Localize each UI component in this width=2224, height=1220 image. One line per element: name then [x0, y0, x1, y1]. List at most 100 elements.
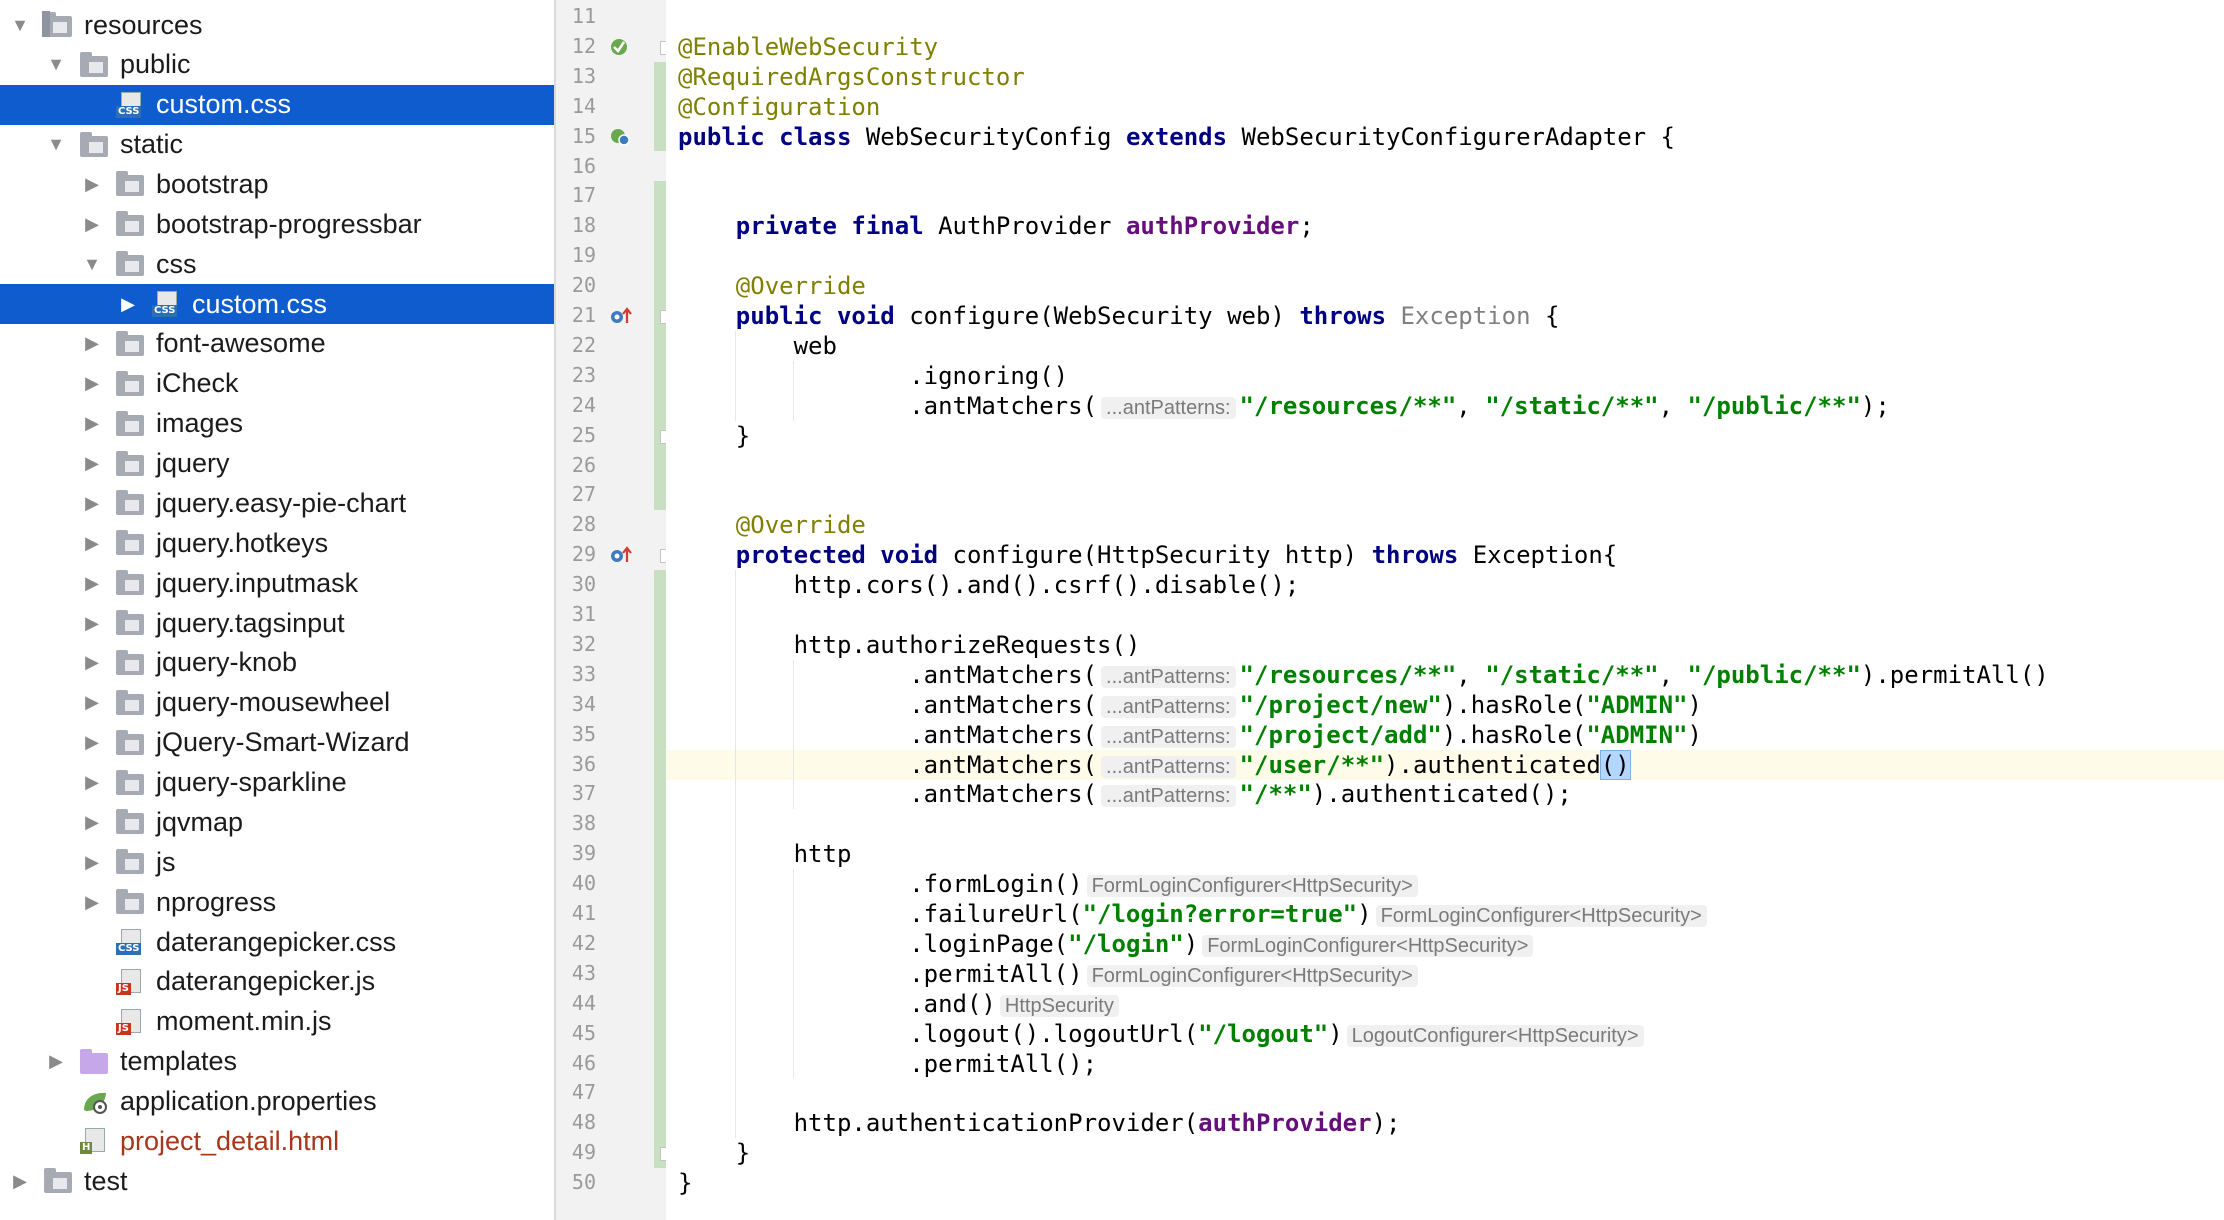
code-line[interactable]: .failureUrl("/login?error=true")FormLogi…	[678, 899, 1711, 929]
collapse-arrow-icon[interactable]: ▶	[85, 373, 99, 394]
spring-bean-icon[interactable]	[610, 38, 627, 55]
override-method-icon[interactable]	[610, 546, 632, 563]
collapse-arrow-icon[interactable]: ▶	[85, 532, 99, 553]
tree-item[interactable]: ▶jQuery-Smart-Wizard	[0, 723, 554, 763]
code-line[interactable]: @Configuration	[678, 92, 880, 122]
code-line[interactable]: http.authorizeRequests()	[678, 630, 1141, 660]
line-number: 36	[571, 751, 596, 776]
tree-item[interactable]: application.properties	[0, 1082, 554, 1122]
code-line[interactable]: .loginPage("/login")FormLoginConfigurer<…	[678, 929, 1537, 959]
code-line[interactable]: http.cors().and().csrf().disable();	[678, 570, 1300, 600]
collapse-arrow-icon[interactable]: ▶	[85, 213, 99, 234]
code-line[interactable]: .ignoring()	[678, 361, 1068, 391]
tree-item[interactable]: ▶jquery.easy-pie-chart	[0, 483, 554, 523]
expand-arrow-icon[interactable]: ▼	[11, 14, 29, 35]
line-number: 40	[571, 871, 596, 896]
code-token: ,	[1658, 660, 1688, 689]
tree-item[interactable]: ▼resources	[0, 5, 554, 45]
code-line[interactable]: .antMatchers(...antPatterns:"/**").authe…	[678, 779, 1572, 809]
expand-arrow-icon[interactable]: ▼	[47, 134, 65, 155]
collapse-arrow-icon[interactable]: ▶	[85, 173, 99, 194]
tree-item[interactable]: ▶bootstrap	[0, 164, 554, 204]
tree-item[interactable]: ▼css	[0, 244, 554, 284]
collapse-arrow-icon[interactable]: ▶	[85, 891, 99, 912]
code-editor[interactable]: @EnableWebSecurity@RequiredArgsConstruct…	[666, 0, 2224, 1220]
collapse-arrow-icon[interactable]: ▶	[85, 772, 99, 793]
collapse-arrow-icon[interactable]: ▶	[85, 612, 99, 633]
collapse-arrow-icon[interactable]: ▶	[85, 652, 99, 673]
folder-icon	[114, 410, 148, 438]
code-token: );	[1371, 1109, 1401, 1138]
collapse-arrow-icon[interactable]: ▶	[85, 851, 99, 872]
code-line[interactable]: @Override	[678, 271, 866, 301]
spring-config-icon[interactable]	[610, 128, 630, 146]
code-line[interactable]: http	[678, 839, 852, 869]
tree-item[interactable]: ▶nprogress	[0, 882, 554, 922]
tree-item[interactable]: ▶js	[0, 842, 554, 882]
code-line[interactable]: public void configure(WebSecurity web) t…	[678, 301, 1560, 331]
tree-item[interactable]: ▶jquery.hotkeys	[0, 523, 554, 563]
tree-item[interactable]: ▼static	[0, 125, 554, 165]
code-line[interactable]: @RequiredArgsConstructor	[678, 62, 1025, 92]
code-line[interactable]: public class WebSecurityConfig extends W…	[678, 122, 1675, 152]
override-method-icon[interactable]	[610, 307, 632, 323]
collapse-arrow-icon[interactable]: ▶	[85, 692, 99, 713]
code-line[interactable]: .antMatchers(...antPatterns:"/resources/…	[678, 391, 1890, 421]
expand-arrow-icon[interactable]: ▼	[83, 253, 101, 274]
code-token: ,	[1456, 391, 1486, 420]
collapse-arrow-icon[interactable]: ▶	[49, 1051, 63, 1072]
tree-item[interactable]: ▶images	[0, 404, 554, 444]
tree-item[interactable]: ▶jquery	[0, 444, 554, 484]
code-line[interactable]: @Override	[678, 510, 866, 540]
tree-item[interactable]: ▼public	[0, 45, 554, 85]
code-line[interactable]: .permitAll()FormLoginConfigurer<HttpSecu…	[678, 959, 1422, 989]
tree-item[interactable]: ▶jquery-sparkline	[0, 763, 554, 803]
code-line[interactable]: .and()HttpSecurity	[678, 989, 1123, 1019]
tree-item[interactable]: ▶jquery-mousewheel	[0, 683, 554, 723]
code-line[interactable]: }	[678, 1168, 692, 1198]
code-line[interactable]: protected void configure(HttpSecurity ht…	[678, 540, 1617, 570]
collapse-arrow-icon[interactable]: ▶	[85, 492, 99, 513]
tree-item[interactable]: ▶jquery.tagsinput	[0, 603, 554, 643]
expand-arrow-icon[interactable]: ▼	[47, 54, 65, 75]
tree-item[interactable]: ▶iCheck	[0, 364, 554, 404]
collapse-arrow-icon[interactable]: ▶	[85, 413, 99, 434]
code-line[interactable]: .antMatchers(...antPatterns:"/resources/…	[678, 660, 2049, 690]
tree-item[interactable]: ▶jquery-knob	[0, 643, 554, 683]
resources-folder-icon	[42, 11, 76, 39]
code-line[interactable]: http.authenticationProvider(authProvider…	[678, 1108, 1401, 1138]
tree-item[interactable]: ▶jquery.inputmask	[0, 563, 554, 603]
code-line[interactable]: .antMatchers(...antPatterns:"/project/ne…	[678, 690, 1702, 720]
collapse-arrow-icon[interactable]: ▶	[85, 811, 99, 832]
tree-item[interactable]: ▶bootstrap-progressbar	[0, 204, 554, 244]
code-line[interactable]: web	[678, 331, 837, 361]
collapse-arrow-icon[interactable]: ▶	[13, 1170, 27, 1191]
code-line[interactable]: .antMatchers(...antPatterns:"/user/**").…	[678, 749, 1631, 780]
code-line[interactable]: .formLogin()FormLoginConfigurer<HttpSecu…	[678, 869, 1422, 899]
collapse-arrow-icon[interactable]: ▶	[85, 572, 99, 593]
code-line[interactable]: }	[678, 1138, 750, 1168]
code-line[interactable]: private final AuthProvider authProvider;	[678, 211, 1314, 241]
folder-icon	[114, 649, 148, 677]
tree-item[interactable]: ▶font-awesome	[0, 324, 554, 364]
code-line[interactable]: .permitAll();	[678, 1049, 1097, 1079]
code-line[interactable]: }	[678, 421, 750, 451]
collapse-arrow-icon[interactable]: ▶	[85, 732, 99, 753]
tree-item[interactable]: ▶jqvmap	[0, 802, 554, 842]
collapse-arrow-icon[interactable]: ▶	[121, 293, 135, 314]
code-line[interactable]: .logout().logoutUrl("/logout")LogoutConf…	[678, 1019, 1648, 1049]
code-line[interactable]: @EnableWebSecurity	[678, 32, 938, 62]
collapse-arrow-icon[interactable]: ▶	[85, 333, 99, 354]
collapse-arrow-icon[interactable]: ▶	[85, 453, 99, 474]
code-token: @EnableWebSecurity	[678, 32, 939, 61]
tree-item[interactable]: ▶test	[0, 1161, 554, 1201]
tree-item[interactable]: ▶templates	[0, 1042, 554, 1082]
code-line[interactable]: .antMatchers(...antPatterns:"/project/ad…	[678, 720, 1702, 750]
